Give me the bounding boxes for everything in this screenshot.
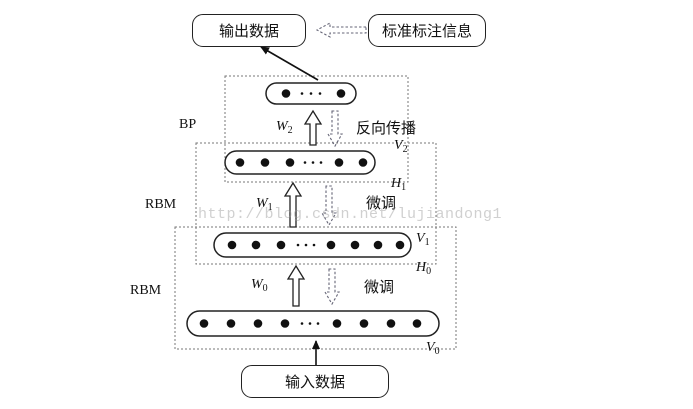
finetune-label-0: 微调 [364, 278, 395, 296]
layer-h1-v2 [224, 150, 376, 175]
v1-label: V1 [416, 231, 430, 248]
rbm-top-label: RBM [145, 197, 177, 212]
down-arrow-backprop [327, 110, 343, 148]
output-data-box: 输出数据 [192, 14, 306, 47]
up-arrow-w0 [286, 264, 306, 307]
v2-label: V2 [394, 138, 408, 155]
bp-group-frame [224, 75, 409, 183]
layer-top-output [265, 82, 357, 105]
up-arrow-w2 [303, 109, 323, 146]
backprop-label: 反向传播 [356, 119, 417, 137]
w2-label: W2 [276, 119, 293, 136]
up-arrow-w1 [283, 181, 303, 228]
rbm-bottom-group-frame [174, 226, 457, 350]
layer-v0-input [186, 310, 440, 337]
output-data-label: 输出数据 [218, 22, 279, 40]
label-to-output-arrow [315, 22, 367, 38]
input-data-label: 输入数据 [284, 373, 345, 391]
rbm-bottom-label: RBM [130, 283, 162, 298]
top-to-output-arrow [260, 46, 319, 81]
w0-label: W0 [251, 277, 268, 294]
w1-label: W1 [256, 196, 273, 213]
label-info-box: 标准标注信息 [368, 14, 486, 47]
v0-label: V0 [426, 340, 440, 357]
label-info-label: 标准标注信息 [381, 22, 472, 40]
bp-label: BP [179, 117, 197, 132]
h1-label: H1 [391, 176, 407, 193]
layer-h0-v1 [213, 232, 412, 258]
down-arrow-finetune-0 [324, 268, 340, 306]
watermark-url: http://blog.csdn.net/lujiandong1 [198, 206, 503, 223]
down-arrow-finetune-1 [321, 185, 337, 227]
input-data-box: 输入数据 [241, 365, 389, 398]
finetune-label-1: 微调 [366, 194, 397, 212]
h0-label: H0 [416, 260, 432, 277]
